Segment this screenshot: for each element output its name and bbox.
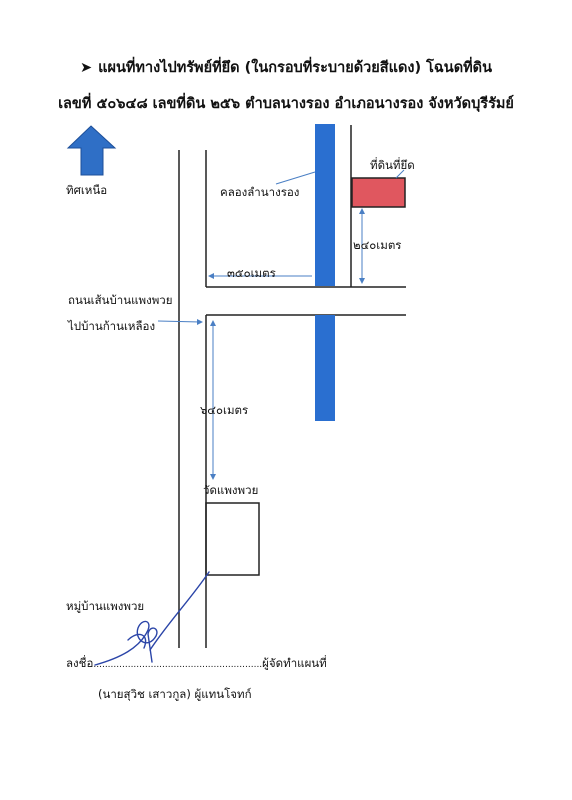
road-name-label: ถนนเส้นบ้านแพงพวย bbox=[68, 293, 173, 307]
dist-350-arrowhead bbox=[208, 273, 214, 279]
sign-prefix: ลงชื่อ bbox=[66, 656, 94, 670]
temple-label: วัดแพงพวย bbox=[203, 483, 259, 497]
signature-dots: ........................................… bbox=[93, 660, 263, 670]
signature-line: ลงชื่อ..................................… bbox=[66, 655, 327, 673]
dist-240-label: ๒๔๐เมตร bbox=[353, 238, 402, 252]
dist-640-arrowhead-bottom bbox=[210, 474, 216, 480]
page-title-line-1: ➤ แผนที่ทางไปทรัพย์ที่ยึด (ในกรอบที่ระบาย… bbox=[0, 56, 572, 79]
dist-350-label: ๓๕๐เมตร bbox=[227, 266, 276, 280]
dist-240-arrowhead-top bbox=[359, 208, 365, 214]
canal-label: คลองลำนางรอง bbox=[220, 185, 300, 199]
seized-land-parcel bbox=[351, 177, 406, 208]
page-title-line-2: เลขที่ ๕๐๖๔๘ เลขที่ดิน ๒๕๖ ตำบลนางรอง อำ… bbox=[58, 96, 514, 112]
canal-pointer bbox=[275, 171, 316, 185]
dist-640-label: ๖๔๐เมตร bbox=[200, 403, 249, 417]
temple-outline bbox=[205, 502, 260, 576]
signer-name: (นายสุวิช เสาวกูล) ผู้แทนโจทก์ bbox=[98, 687, 252, 701]
north-label: ทิศเหนือ bbox=[66, 183, 108, 197]
title-text-1: แผนที่ทางไปทรัพย์ที่ยึด (ในกรอบที่ระบายด… bbox=[98, 60, 493, 76]
dist-640-arrowhead-top bbox=[210, 320, 216, 326]
road-name-pointer bbox=[157, 320, 201, 323]
signature-scribble bbox=[94, 571, 210, 666]
road-destination-label: ไปบ้านก้านเหลือง bbox=[68, 319, 156, 333]
north-arrow-icon bbox=[66, 125, 117, 176]
seized-land-label: ที่ดินที่ยึด bbox=[370, 158, 415, 172]
village-label: หมู่บ้านแพงพวย bbox=[66, 599, 145, 613]
canal-north-segment bbox=[315, 124, 335, 286]
title-arrow-icon: ➤ bbox=[79, 60, 93, 76]
seized-land-pointer bbox=[395, 169, 405, 179]
road-name-arrowhead bbox=[197, 319, 203, 325]
canal-south-segment bbox=[315, 315, 335, 421]
dist-240-arrowhead-bottom bbox=[359, 278, 365, 284]
signer-role: ผู้จัดทำแผนที่ bbox=[262, 656, 327, 670]
